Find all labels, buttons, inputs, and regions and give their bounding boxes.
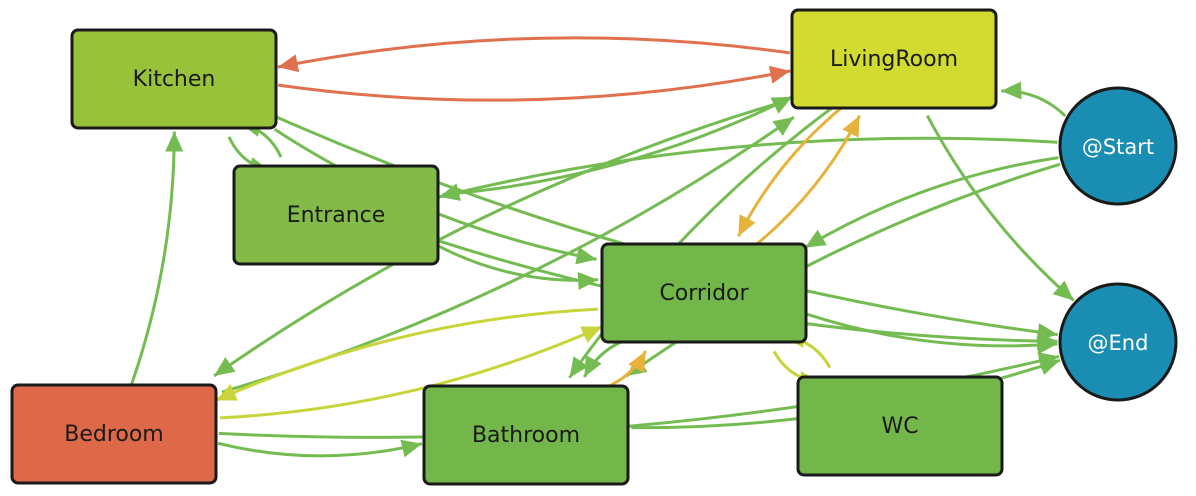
node-corridor-label: Corridor <box>659 281 749 306</box>
edge-line <box>751 115 861 249</box>
node-entrance-label: Entrance <box>287 203 386 228</box>
node-kitchen-label: Kitchen <box>133 67 216 92</box>
edge-line <box>438 136 1058 199</box>
edge-line <box>277 69 791 102</box>
edge-arrowhead <box>805 229 827 248</box>
node-bathroom-box <box>422 384 630 486</box>
edge-bedroom-to-kitchen <box>130 131 184 385</box>
edge-line <box>568 102 839 379</box>
node-wc-label: WC <box>881 414 918 439</box>
edge-corridor-to-livingroom <box>751 115 861 249</box>
edge-arrowhead <box>738 214 756 237</box>
node-end-circle <box>1058 282 1178 402</box>
node-bathroom-label: Bathroom <box>472 423 580 448</box>
node-end[interactable]: @End <box>1058 282 1178 402</box>
edge-arrowhead <box>575 246 597 265</box>
nodes-layer: Kitchen LivingRoom Entrance Corridor Bed… <box>10 8 1178 486</box>
edge-livingroom-to-corridor <box>737 103 847 237</box>
edge-arrowhead <box>400 439 422 458</box>
edge-start-to-livingroom <box>1001 81 1067 117</box>
node-start-circle <box>1058 86 1178 206</box>
edge-arrowhead <box>577 272 599 290</box>
node-wc[interactable]: WC <box>796 375 1004 477</box>
edge-bedroom-to-bathroom <box>217 439 423 458</box>
edge-entrance-to-corridor <box>437 244 599 290</box>
node-start-label: @Start <box>1082 135 1154 159</box>
edge-arrowhead <box>772 117 794 136</box>
edge-arrowhead <box>569 356 589 378</box>
edge-line <box>213 99 787 378</box>
edge-arrowhead <box>584 355 602 377</box>
node-bedroom-box <box>10 383 218 485</box>
edge-line <box>806 312 1058 348</box>
node-livingroom-label: LivingRoom <box>830 47 958 72</box>
edge-arrowhead <box>277 54 300 73</box>
edge-line <box>277 36 791 69</box>
edge-arrowhead <box>768 65 791 84</box>
edge-line <box>217 441 423 458</box>
edge-arrowhead <box>1036 336 1058 355</box>
edge-arrowhead <box>1052 280 1074 301</box>
edge-livingroom-to-kitchen <box>277 36 791 73</box>
node-corridor[interactable]: Corridor <box>600 242 808 344</box>
edge-arrowhead <box>1001 81 1022 100</box>
edge-start-to-corridor <box>804 156 1059 249</box>
edge-line <box>215 307 598 402</box>
edge-arrowhead <box>215 384 238 401</box>
edge-arrowhead <box>842 115 860 138</box>
edge-arrowhead <box>628 351 646 373</box>
node-bedroom[interactable]: Bedroom <box>10 383 218 485</box>
edge-start-to-entrance <box>438 136 1058 201</box>
edge-kitchen-to-livingroom <box>277 65 791 102</box>
edge-arrowhead <box>1038 358 1061 375</box>
edge-arrowhead <box>770 96 793 114</box>
node-corridor-box <box>600 242 808 344</box>
node-kitchen[interactable]: Kitchen <box>70 28 278 130</box>
edge-line <box>220 325 603 420</box>
edge-arrowhead <box>214 357 236 376</box>
edge-corridor-to-end <box>806 312 1058 355</box>
node-kitchen-box <box>70 28 278 130</box>
node-wc-box <box>796 375 1004 477</box>
node-end-label: @End <box>1088 331 1149 355</box>
edge-line <box>925 114 1075 302</box>
edge-line <box>804 156 1059 249</box>
node-entrance-box <box>232 164 440 266</box>
node-livingroom[interactable]: LivingRoom <box>790 8 998 110</box>
node-bathroom[interactable]: Bathroom <box>422 384 630 486</box>
edge-line <box>130 131 176 385</box>
node-entrance[interactable]: Entrance <box>232 164 440 266</box>
edge-arrowhead <box>580 326 603 343</box>
edge-line <box>737 103 847 237</box>
edge-livingroom-to-bathroom <box>568 102 839 379</box>
node-livingroom-box <box>790 8 998 110</box>
node-bedroom-label: Bedroom <box>64 422 164 447</box>
edge-livingroom-to-bedroom <box>213 99 787 378</box>
edge-bedroom-to-corridor <box>220 325 603 420</box>
edge-livingroom-to-end <box>925 114 1075 302</box>
edge-arrowhead <box>439 183 461 201</box>
edge-arrowhead <box>165 131 184 152</box>
edge-corridor-to-bedroom <box>215 307 598 402</box>
node-start[interactable]: @Start <box>1058 86 1178 206</box>
